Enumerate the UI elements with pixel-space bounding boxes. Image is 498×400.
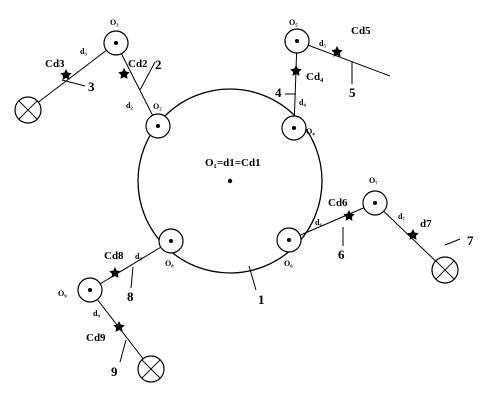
label-d2: d₂: [126, 101, 133, 110]
star-cd6-icon: [343, 210, 355, 221]
label-d9: d₉: [93, 309, 100, 318]
leader-3: [61, 79, 86, 87]
marker-3: 3: [88, 79, 95, 94]
label-d7-alt: d7: [420, 218, 432, 230]
node-o3: [103, 30, 129, 56]
load-icon-9: [137, 355, 165, 383]
label-o9: O₉: [58, 289, 67, 298]
line-o6-o7: [288, 202, 376, 241]
line-o2-o3: [115, 42, 159, 127]
label-d8: d₈: [135, 252, 142, 261]
label-d4: d₄: [299, 98, 306, 107]
star-cd8-icon: [109, 267, 121, 278]
load-icon-3: [14, 96, 42, 124]
node-o5: [284, 28, 310, 54]
label-d3: d₃: [80, 47, 87, 56]
label-cd2: Cd2: [128, 58, 148, 70]
marker-7: 7: [467, 233, 474, 248]
line-o5-right: [296, 40, 391, 77]
line-o4-o5: [293, 40, 298, 129]
leader-2: [139, 61, 156, 91]
node-o2: [145, 113, 171, 139]
line-o7-load: [374, 202, 446, 271]
marker-2: 2: [155, 57, 162, 72]
node-o8: [158, 228, 184, 254]
leader-9: [119, 339, 127, 363]
star-cd2-icon: [118, 68, 130, 79]
star-cd3-icon: [60, 69, 72, 80]
star-cd5-icon: [331, 46, 343, 57]
center-label: O₁=d1=Cd1: [205, 157, 261, 169]
line-o8-o9: [89, 240, 172, 291]
label-cd8: Cd8: [104, 250, 124, 262]
center-point: [227, 178, 233, 184]
label-d5: d₅: [319, 39, 326, 48]
label-o5: O₅: [289, 18, 298, 27]
label-d7: d₇: [398, 212, 405, 221]
label-o3: O₃: [110, 18, 119, 27]
leader-8: [130, 266, 134, 289]
node-o7: [362, 190, 388, 216]
marker-5: 5: [349, 85, 356, 100]
label-o8: O₈: [165, 259, 174, 268]
load-icon-7: [431, 256, 459, 284]
label-cd4: Cd₄: [306, 71, 324, 83]
leader-7: [444, 238, 461, 246]
label-cd3: Cd3: [45, 58, 65, 70]
label-cd5: Cd5: [351, 25, 371, 37]
label-cd9: Cd9: [86, 332, 106, 344]
label-o4: O₄: [306, 127, 315, 136]
star-cd4-icon: [290, 65, 302, 76]
marker-1: 1: [258, 292, 265, 307]
label-o7: O₇: [369, 176, 378, 185]
star-cd9-icon: [113, 321, 125, 332]
label-cd6: Cd6: [328, 197, 348, 209]
label-d6: d₆: [315, 218, 322, 227]
marker-6: 6: [338, 247, 345, 262]
node-o9: [77, 277, 103, 303]
label-o2: O₂: [153, 102, 162, 111]
marker-9: 9: [111, 364, 118, 379]
label-o6: O₆: [284, 259, 293, 268]
line-o3-load: [27, 42, 117, 111]
node-o6: [276, 227, 302, 253]
marker-8: 8: [127, 289, 134, 304]
node-o4: [281, 115, 307, 141]
leader-1: [248, 265, 257, 291]
main-circle-o1: [137, 88, 323, 274]
star-cd7-icon: [407, 229, 419, 240]
marker-4: 4: [275, 85, 282, 100]
